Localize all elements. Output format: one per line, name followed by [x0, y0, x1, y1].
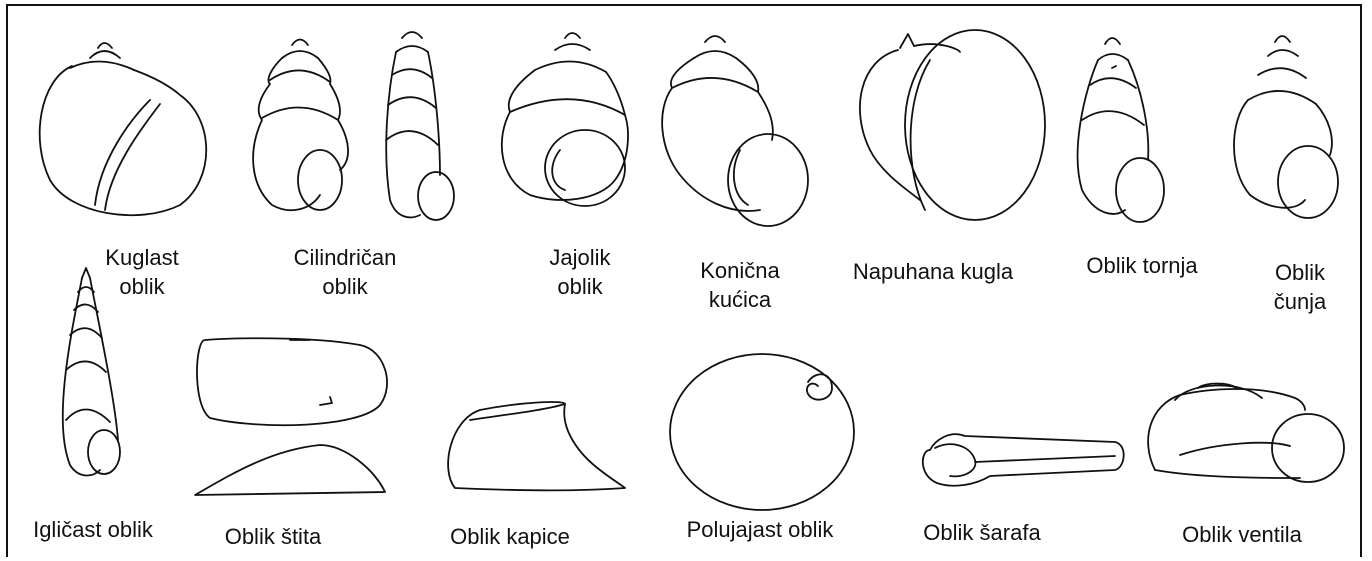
label-polujajast: Polujajast oblik — [660, 515, 860, 544]
label-napuhana: Napuhana kugla — [838, 257, 1028, 286]
label-cunja: Oblik čunja — [1250, 258, 1350, 316]
label-tornja: Oblik tornja — [1062, 251, 1222, 280]
label-sarafa: Oblik šarafa — [902, 518, 1062, 547]
label-kapice: Oblik kapice — [425, 522, 595, 551]
label-stita: Oblik štita — [198, 522, 348, 551]
shell-tower — [1078, 38, 1164, 222]
shell-valve — [1148, 384, 1344, 483]
label-kuglast: Kuglast oblik — [62, 243, 222, 301]
shell-shield — [195, 338, 387, 495]
shell-cap — [448, 402, 625, 490]
shell-cylindrical-b — [386, 32, 454, 220]
shell-conical — [662, 36, 808, 226]
label-iglicast: Igličast oblik — [8, 515, 178, 544]
shell-globular — [40, 43, 207, 215]
shell-ovoid — [502, 33, 628, 206]
label-ventila: Oblik ventila — [1152, 520, 1332, 549]
shell-cylindrical-a — [253, 40, 348, 211]
shell-screw — [923, 434, 1124, 486]
shell-cunja — [1234, 36, 1338, 218]
shell-semi-ovoid — [670, 354, 854, 510]
label-konicna: Konična kućica — [670, 256, 810, 314]
shell-inflated — [860, 30, 1045, 220]
label-cilindrican: Cilindričan oblik — [270, 243, 420, 301]
label-jajolik: Jajolik oblik — [515, 243, 645, 301]
